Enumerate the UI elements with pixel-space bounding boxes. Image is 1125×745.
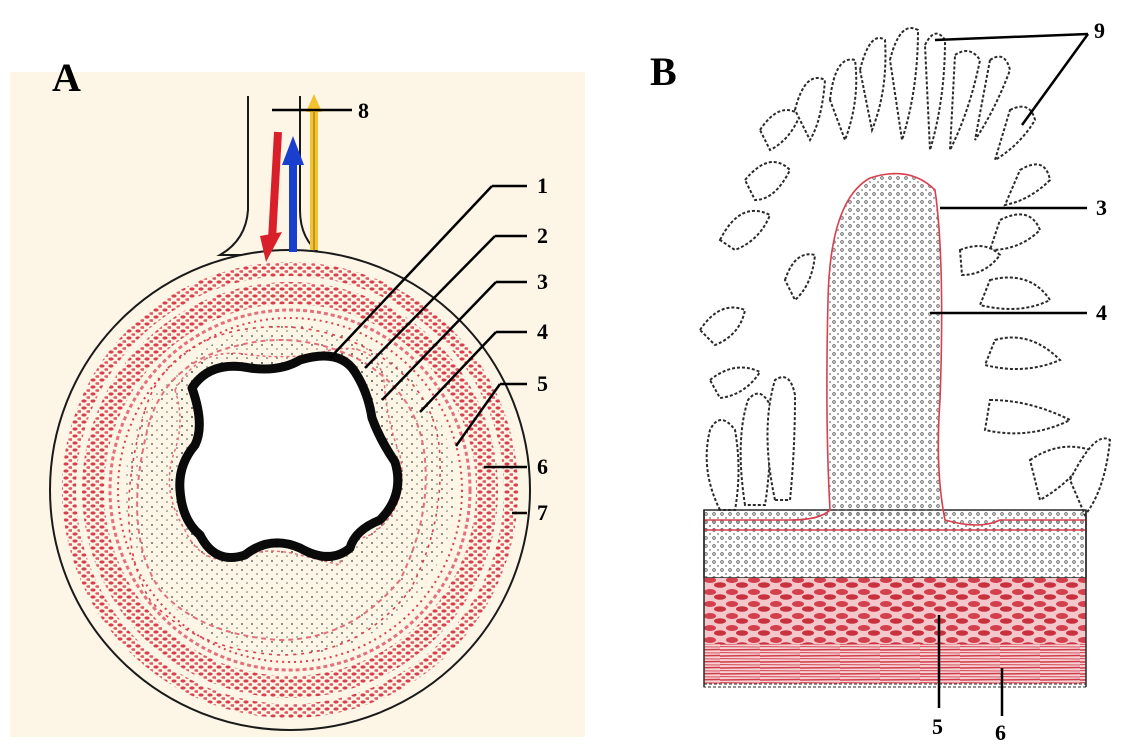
label-3: 3 bbox=[537, 271, 548, 293]
panel-b-diagram bbox=[700, 28, 1110, 716]
label-2: 2 bbox=[537, 225, 548, 247]
lumen-outline bbox=[180, 356, 398, 558]
longitudinal-muscle-block bbox=[704, 644, 1086, 684]
label-6: 6 bbox=[537, 456, 548, 478]
panel-a-diagram bbox=[50, 94, 530, 730]
leader-line-9a bbox=[935, 34, 1088, 40]
leader-line-9b bbox=[1022, 34, 1088, 125]
label-6b: 6 bbox=[995, 722, 1006, 744]
label-7: 7 bbox=[537, 502, 548, 524]
label-1: 1 bbox=[537, 175, 548, 197]
label-8: 8 bbox=[358, 100, 369, 122]
label-5b: 5 bbox=[932, 716, 943, 738]
panel-a-letter: A bbox=[52, 58, 81, 98]
panel-b-letter: B bbox=[650, 52, 677, 92]
label-4b: 4 bbox=[1096, 302, 1107, 324]
label-9: 9 bbox=[1094, 20, 1105, 42]
label-4: 4 bbox=[537, 321, 548, 343]
label-5: 5 bbox=[537, 373, 548, 395]
label-3b: 3 bbox=[1096, 197, 1107, 219]
circular-muscle-block bbox=[704, 578, 1086, 644]
